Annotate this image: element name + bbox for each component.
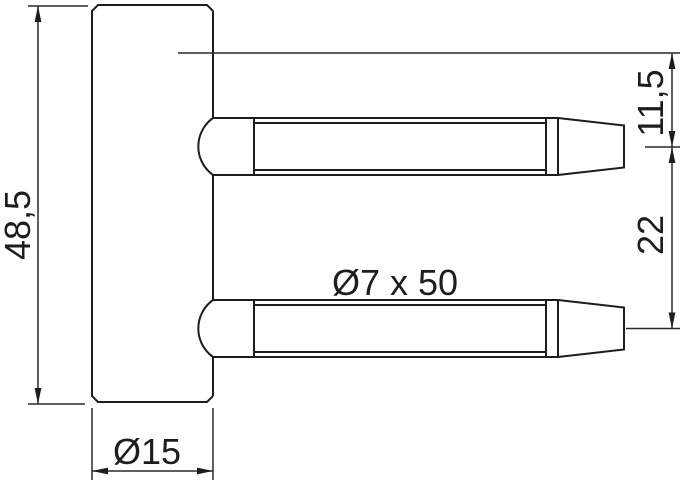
dimension-pin-size: Ø7 x 50 (332, 262, 458, 303)
bottom-pin-shaft (213, 299, 559, 358)
arrow-down-icon (34, 388, 42, 404)
dimension-right-chain: 11,5 22 (178, 52, 680, 330)
bottom-pin-tip (557, 299, 625, 358)
bottom-pin (213, 299, 625, 358)
dimension-text-barrel-diameter: Ø15 (113, 431, 181, 472)
top-pin-tip (557, 117, 625, 176)
top-pin (213, 117, 625, 176)
dimension-text-pin-size: Ø7 x 50 (332, 262, 458, 303)
arrow-down-icon (668, 312, 676, 329)
dimension-text-top-pin-offset: 11,5 (630, 69, 671, 136)
arrow-right-icon (197, 467, 213, 475)
arrow-up-icon (668, 53, 676, 69)
dimension-barrel-diameter: Ø15 (91, 408, 214, 480)
dimension-overall-height: 48,5 (0, 5, 88, 405)
arrow-up-icon (668, 147, 676, 163)
arrow-up-icon (34, 6, 42, 22)
top-pin-dome (197, 117, 214, 176)
body-outline (91, 4, 214, 403)
dimension-text-overall-height: 48,5 (0, 190, 38, 260)
dimension-text-pin-spacing: 22 (630, 215, 671, 255)
top-pin-shaft (213, 117, 559, 176)
bottom-pin-dome (197, 299, 214, 358)
arrow-left-icon (92, 467, 108, 475)
arrow-down-icon (668, 131, 676, 147)
hinge-body (91, 4, 214, 403)
extension-lines-barrel-diameter (91, 408, 214, 480)
